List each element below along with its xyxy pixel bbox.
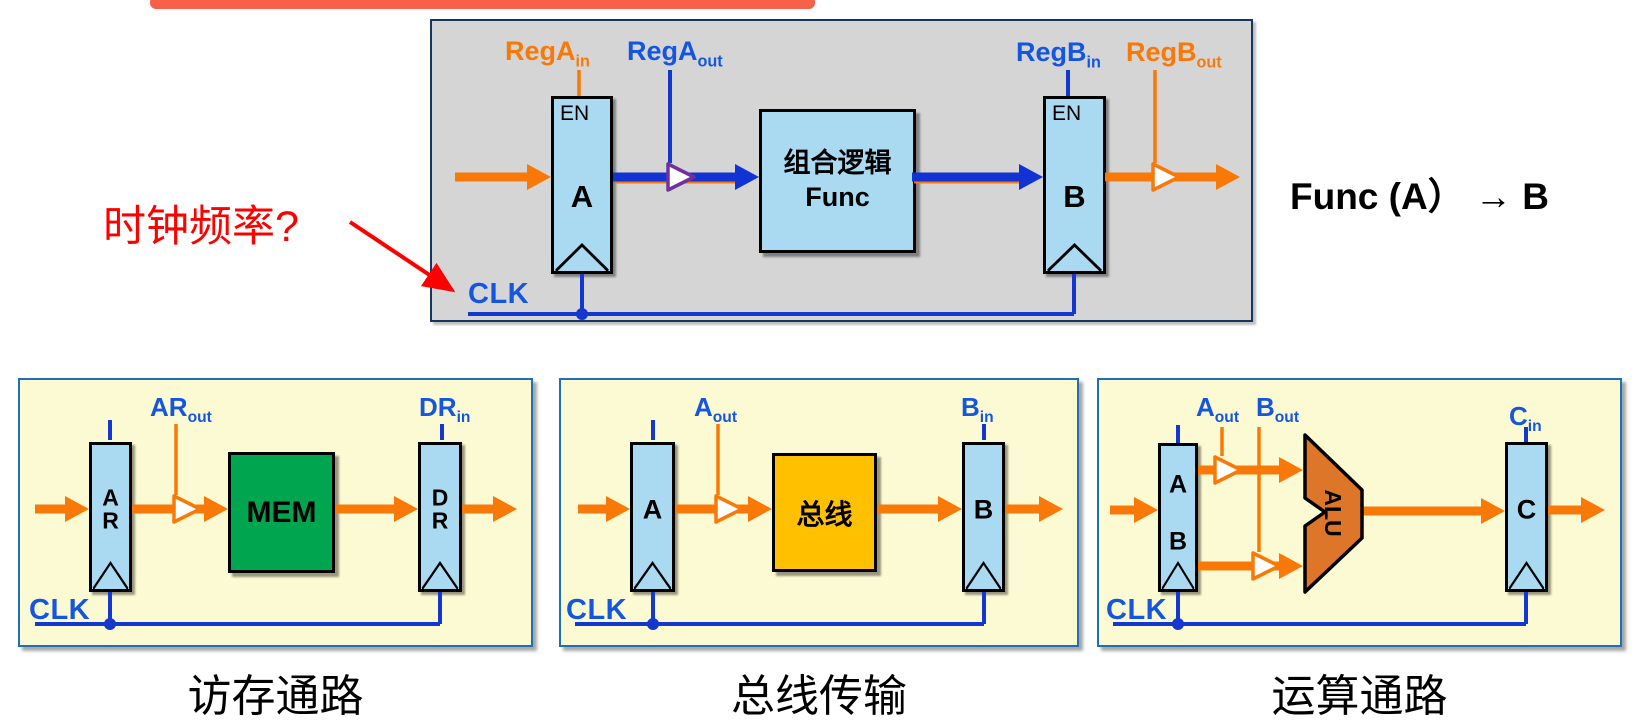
register-b: EN B [1043, 96, 1106, 274]
rega-in-label: RegAin [505, 36, 590, 71]
register-dr-letter-r: R [431, 507, 449, 534]
register-b-letter: B [1063, 179, 1086, 215]
clock-edge-icon [633, 561, 672, 589]
b-out-label-alu: Bout [1256, 392, 1300, 427]
clock-edge-icon [1508, 561, 1545, 589]
func-box-line1: 组合逻辑 [783, 148, 892, 179]
register-b2-letter: B [973, 494, 994, 525]
c-in-label: Cin [1509, 401, 1542, 436]
clock-edge-icon [1047, 243, 1102, 271]
register-ar-letter-a: A [102, 484, 119, 511]
register-ar: A R [89, 442, 132, 592]
register-ab: A B [1158, 443, 1198, 592]
register-a2: A [630, 442, 675, 592]
register-c: C [1505, 442, 1548, 592]
clock-edge-icon [965, 561, 1002, 589]
a-out-label: Aout [694, 392, 738, 427]
ar-out-label: ARout [150, 392, 212, 427]
register-ab-letter-a: A [1168, 470, 1188, 499]
clock-edge-icon [555, 243, 609, 271]
a-out-label-alu: Aout [1196, 392, 1240, 427]
enable-label: EN [560, 102, 590, 125]
clock-edge-icon [92, 561, 129, 589]
register-dr: D R [418, 442, 462, 592]
func-box-line2: Func [805, 182, 870, 212]
bus-box: 总线 [772, 453, 877, 572]
register-dr-letter-d: D [431, 484, 449, 511]
register-a: EN A [551, 96, 613, 274]
mem-box: MEM [228, 452, 335, 573]
register-a-letter: A [570, 179, 594, 215]
register-c-letter: C [1516, 494, 1537, 525]
register-ar-letter-r: R [102, 507, 119, 534]
alu-label: ALU [1320, 489, 1346, 537]
clk-label-mem: CLK [29, 594, 91, 626]
caption-memory-path: 访存通路 [187, 672, 364, 721]
register-ab-letter-b: B [1168, 527, 1188, 556]
caption-bus-transfer: 总线传输 [731, 672, 907, 721]
clock-edge-icon [421, 561, 459, 589]
clk-label-bus: CLK [566, 594, 628, 626]
rega-out-label: RegAout [627, 36, 723, 71]
clock-frequency-annotation: 时钟频率? [103, 203, 299, 251]
b-in-label: Bin [961, 392, 994, 427]
dr-in-label: DRin [419, 392, 471, 427]
clk-label-main: CLK [468, 278, 530, 310]
clock-edge-icon [1161, 561, 1195, 589]
combinational-logic-box: 组合逻辑 Func [759, 109, 916, 253]
red-underline-bar [150, 0, 815, 9]
register-a2-letter: A [642, 494, 663, 525]
enable-label: EN [1052, 102, 1082, 125]
caption-alu-path: 运算通路 [1271, 672, 1448, 721]
register-b2: B [962, 442, 1005, 592]
regb-in-label: RegBin [1016, 37, 1101, 72]
regb-out-label: RegBout [1126, 37, 1222, 72]
formula-text: Func (A） → B [1290, 176, 1549, 217]
clk-label-alu: CLK [1106, 594, 1168, 626]
